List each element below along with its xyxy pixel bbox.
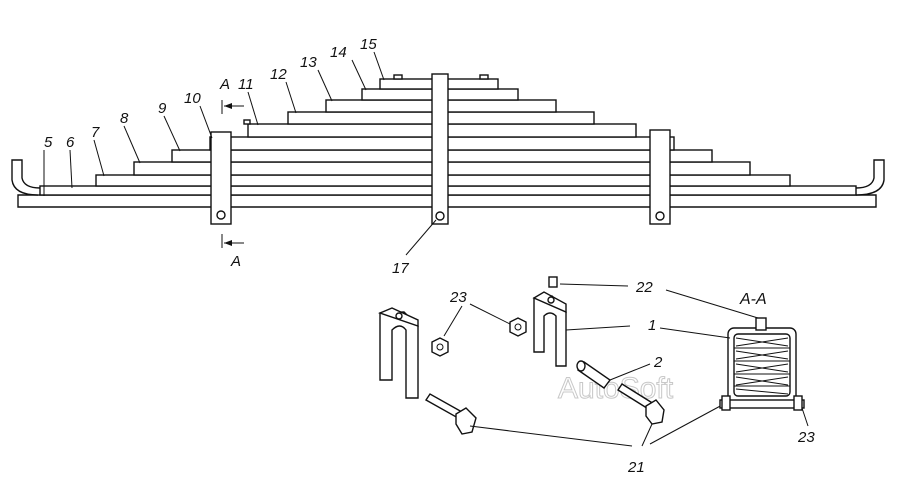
label-8: 8 — [120, 110, 129, 127]
nub — [479, 74, 489, 80]
label-1: 1 — [648, 317, 656, 334]
label-11: 11 — [238, 76, 254, 93]
label-17: 17 — [392, 260, 409, 277]
section-view-a-a — [659, 289, 809, 427]
bolt-21-left — [424, 393, 477, 435]
label-9: 9 — [158, 100, 167, 117]
nub — [243, 119, 251, 125]
label-6: 6 — [66, 134, 75, 151]
u-clamp-front — [378, 307, 419, 399]
section-label-bottom: A — [230, 253, 241, 270]
clamp-left — [210, 131, 232, 225]
nub — [393, 74, 403, 80]
section-mark-top — [221, 100, 244, 114]
section-label-top: A — [219, 76, 230, 93]
pin-22 — [548, 276, 629, 288]
label-12: 12 — [270, 66, 287, 83]
sleeve-2 — [576, 360, 651, 389]
bolt-21-right — [617, 383, 665, 425]
label-2: 2 — [653, 354, 663, 371]
label-14: 14 — [330, 44, 347, 61]
label-15: 15 — [360, 36, 377, 53]
label-13: 13 — [300, 54, 317, 71]
label-5: 5 — [44, 134, 53, 151]
label-23-left: 23 — [449, 289, 467, 306]
right-eye — [855, 159, 885, 196]
label-21: 21 — [627, 459, 645, 476]
clamp-right — [649, 129, 671, 225]
label-23-right: 23 — [797, 429, 815, 446]
left-eye — [11, 159, 41, 196]
nut-23-left — [431, 337, 449, 357]
leader-lines — [43, 51, 437, 256]
section-title: A-A — [739, 291, 767, 308]
label-10: 10 — [184, 90, 201, 107]
u-clamp-back — [532, 291, 631, 367]
label-7: 7 — [91, 124, 100, 141]
section-mark-bottom — [221, 234, 244, 248]
center-bolt — [431, 73, 449, 225]
label-22: 22 — [635, 279, 653, 296]
nut-23-right — [509, 317, 527, 337]
